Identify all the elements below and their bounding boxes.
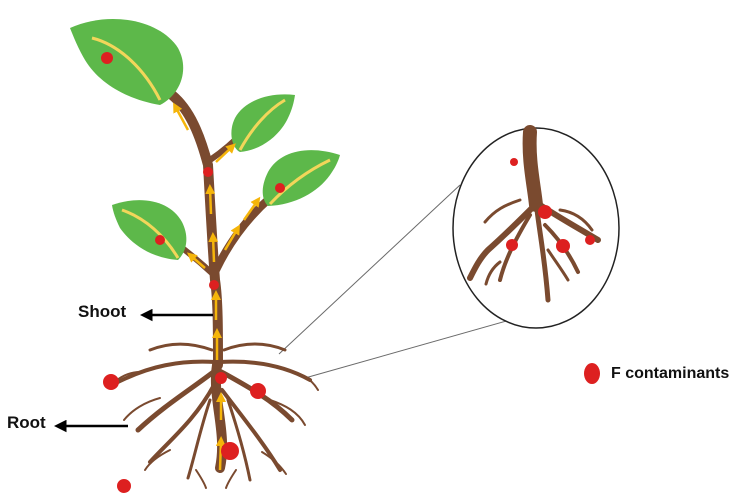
red-dot-icon — [275, 183, 285, 193]
red-dot-icon — [584, 363, 600, 384]
red-dot-icon — [506, 239, 518, 251]
red-dot-icon — [155, 235, 165, 245]
leaf-top — [70, 19, 183, 105]
red-dot-icon — [556, 239, 570, 253]
shoot-label: Shoot — [78, 302, 126, 322]
red-dot-icon — [203, 167, 213, 177]
red-dot-icon — [103, 374, 119, 390]
red-dot-icon — [209, 280, 219, 290]
red-dot-icon — [510, 158, 518, 166]
red-dot-icon — [250, 383, 266, 399]
legend-label: F contaminants — [611, 365, 729, 383]
root-label: Root — [7, 413, 46, 433]
red-dot-icon — [101, 52, 113, 64]
leaf-upper-right — [231, 94, 295, 152]
root-zoom-inset — [453, 128, 619, 328]
red-dot-icon — [117, 479, 131, 493]
leaf-left — [112, 200, 186, 260]
red-dot-icon — [538, 205, 552, 219]
red-dot-icon — [215, 372, 227, 384]
red-dot-icon — [221, 442, 239, 460]
leaf-middle-right — [263, 150, 340, 206]
red-dot-icon — [585, 235, 595, 245]
